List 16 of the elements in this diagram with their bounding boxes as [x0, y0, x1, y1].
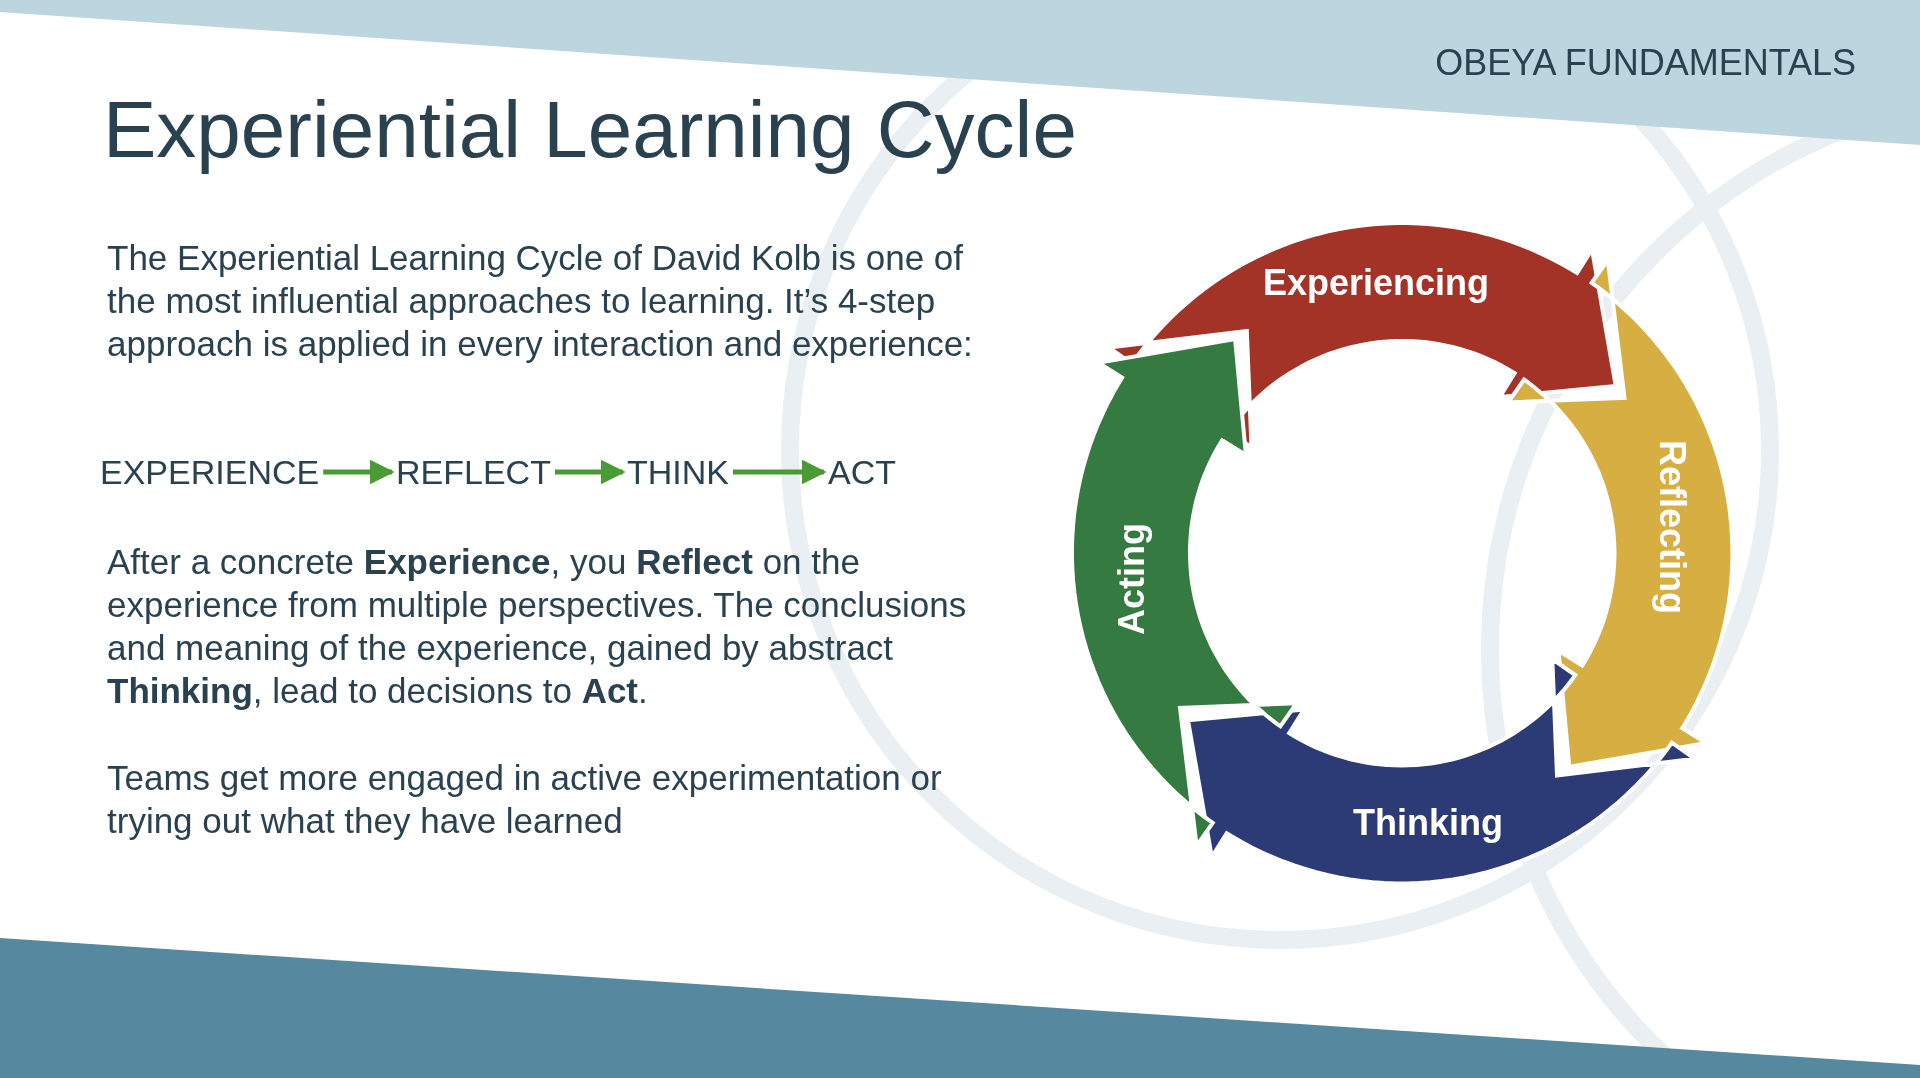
stage-label: Experiencing — [1263, 262, 1490, 305]
explanation-paragraph: After a concrete Experience, you Reflect on the experience from multiple perspectives. The conclusions and meaning of the experience, gained by abstract Thinking, lead to decisions to Act. — [107, 541, 968, 712]
slide-title: Experiential Learning Cycle — [103, 88, 1077, 172]
stage-label: Acting — [1111, 522, 1154, 635]
stage-label: Thinking — [1352, 801, 1503, 844]
step-label: EXPERIENCE — [100, 452, 320, 492]
arrow — [733, 459, 827, 485]
closing-paragraph: Teams get more engaged in active experimentation or trying out what they have learned — [107, 757, 943, 842]
stage-label: Reflecting — [1650, 440, 1693, 615]
arrow — [323, 459, 395, 485]
intro-paragraph: The Experiential Learning Cycle of David Kolb is one of the most influential approaches to learning. It’s 4-step approach is applied in every interaction and experience: — [107, 237, 974, 365]
step-label: REFLECT — [396, 452, 551, 492]
header-label: OBEYA FUNDAMENTALS — [1435, 42, 1856, 84]
step-label: THINK — [627, 452, 729, 492]
arrow — [554, 459, 626, 485]
step-label: ACT — [828, 452, 896, 492]
